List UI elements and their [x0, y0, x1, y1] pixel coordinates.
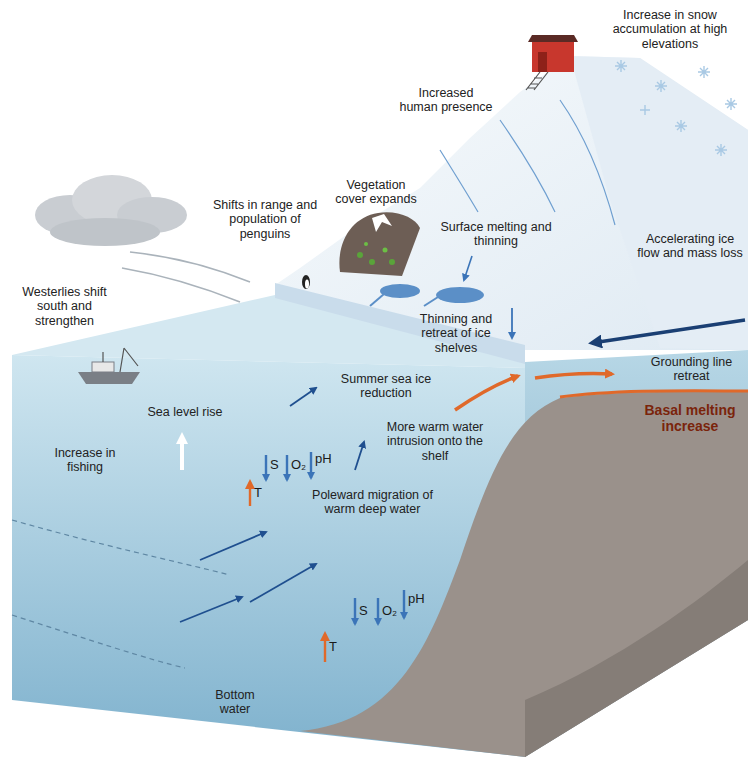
- temperature-arrow: [324, 634, 326, 662]
- current-arrow: [180, 597, 242, 622]
- property-symbol: T: [329, 640, 337, 655]
- snowflake: [655, 80, 667, 92]
- annotation: Bottom water: [203, 688, 267, 717]
- annotation: Thinning and retreat of ice shelves: [410, 312, 502, 355]
- melt-pond: [380, 284, 420, 298]
- melt-stream: [424, 297, 438, 306]
- ice-sheet-shade: [570, 56, 748, 350]
- oxygen-arrow: [377, 598, 379, 624]
- property-symbol: pH: [408, 592, 425, 607]
- annotation: Surface melting and thinning: [440, 220, 552, 249]
- warm-arrow: [535, 374, 612, 379]
- plant: [357, 252, 363, 258]
- annotation: Sea level rise: [140, 405, 230, 419]
- plant: [389, 259, 395, 265]
- ice-flow-arrow: [592, 320, 745, 343]
- leader-arrow: [464, 256, 472, 280]
- dashed-line: [12, 520, 230, 575]
- basal-melt-line: [560, 391, 748, 397]
- hut-body: [532, 42, 574, 72]
- current-arrow: [200, 532, 266, 560]
- boat-hull: [78, 372, 140, 384]
- ph-arrow: [310, 452, 312, 478]
- bedrock: [300, 392, 748, 757]
- ice-flow-lines: [440, 100, 615, 225]
- bedrock-side: [525, 560, 748, 757]
- annotation: Increase in fishing: [40, 446, 130, 475]
- wind-line: [122, 268, 240, 302]
- temperature-arrow: [249, 482, 251, 506]
- snowflake: [675, 120, 687, 132]
- penguin-body: [302, 275, 310, 289]
- annotation: More warm water intrusion onto the shelf: [380, 420, 490, 463]
- thinning-arrow: [511, 308, 513, 338]
- annotation: Increase in snow accumulation at high el…: [600, 8, 740, 51]
- current-arrow: [290, 388, 316, 406]
- property-symbol: pH: [315, 452, 332, 467]
- snowflake: [715, 144, 727, 156]
- wind-lines: [122, 252, 250, 302]
- boat-mast: [103, 348, 138, 372]
- wind-line: [130, 252, 250, 282]
- hut-stairs: [526, 72, 548, 90]
- snowflake: [640, 105, 650, 115]
- flow-line: [560, 100, 615, 225]
- warm-arrow: [455, 376, 518, 410]
- highlight-annotation: Basal melting increase: [636, 402, 744, 434]
- melt-pond: [436, 287, 484, 303]
- annotation: Shifts in range and population of pengui…: [205, 198, 325, 241]
- flow-line: [500, 120, 555, 212]
- rock-outcrop: [339, 212, 420, 276]
- salinity-arrow: [354, 598, 356, 624]
- sea-level-arrow: [180, 436, 184, 470]
- snowflake: [615, 60, 627, 72]
- current-arrow: [355, 442, 364, 470]
- dashed-line: [12, 615, 185, 668]
- ice-shelf-front: [275, 283, 525, 364]
- snow-patch: [372, 214, 392, 232]
- annotation: Increased human presence: [398, 86, 494, 115]
- research-hut: [526, 35, 578, 90]
- annotation: Summer sea ice reduction: [330, 372, 442, 401]
- plant: [383, 248, 388, 253]
- property-symbol: O₂: [291, 458, 306, 473]
- water-mass-boundaries: [12, 520, 230, 668]
- plant: [369, 259, 375, 265]
- boat-cabin: [92, 362, 114, 372]
- property-symbol: T: [254, 486, 262, 501]
- snowflakes: [615, 60, 737, 156]
- hut-roof: [528, 35, 578, 42]
- fishing-boat: [78, 348, 140, 384]
- penguin-belly: [305, 280, 309, 289]
- cloud: [50, 218, 160, 246]
- plant: [364, 242, 368, 246]
- current-arrow: [250, 564, 316, 602]
- annotation: Accelerating ice flow and mass loss: [636, 232, 744, 261]
- annotation: Vegetation cover expands: [330, 178, 422, 207]
- ph-arrow: [403, 590, 405, 618]
- melt-ponds: [370, 256, 484, 306]
- vegetation-outcrop: [339, 212, 420, 276]
- hut-door: [538, 52, 547, 72]
- property-symbol: S: [359, 604, 368, 619]
- melt-stream: [370, 294, 384, 306]
- snowflake: [698, 66, 710, 78]
- annotation: Poleward migration of warm deep water: [300, 488, 445, 517]
- annotation: Grounding line retreat: [639, 355, 744, 384]
- flow-line: [440, 150, 478, 212]
- property-symbol: S: [270, 458, 279, 473]
- oxygen-arrow: [286, 455, 288, 480]
- clouds: [35, 175, 187, 246]
- property-symbol: O₂: [382, 604, 397, 619]
- property-arrows: [250, 452, 404, 662]
- penguin: [302, 275, 310, 289]
- salinity-arrow: [265, 455, 267, 480]
- annotation: Westerlies shift south and strengthen: [12, 285, 117, 328]
- snowflake: [725, 98, 737, 110]
